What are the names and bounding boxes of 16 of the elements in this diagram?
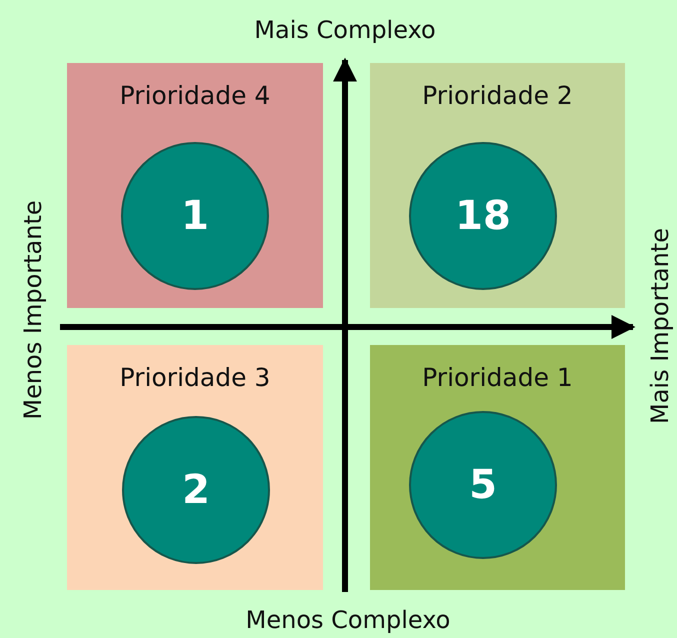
axis-label: Mais Importante xyxy=(646,228,674,424)
quadrant-panel xyxy=(67,63,323,308)
count-circle: 1 xyxy=(121,142,269,290)
count-circle: 2 xyxy=(122,416,270,564)
count-circle: 5 xyxy=(409,411,557,559)
quadrant-title: Prioridade 4 xyxy=(120,81,270,110)
quadrant-title: Prioridade 2 xyxy=(422,81,573,110)
axis-label: Menos Complexo xyxy=(246,606,450,634)
quadrant-panel xyxy=(67,345,323,590)
quadrant-title: Prioridade 3 xyxy=(120,363,270,392)
axis-label: Menos Importante xyxy=(19,200,47,420)
axis-label: Mais Complexo xyxy=(254,16,436,44)
quadrant-title: Prioridade 1 xyxy=(422,363,573,392)
quadrant-panel xyxy=(370,345,625,590)
quadrant-panel xyxy=(370,63,625,308)
count-circle: 18 xyxy=(409,142,557,290)
